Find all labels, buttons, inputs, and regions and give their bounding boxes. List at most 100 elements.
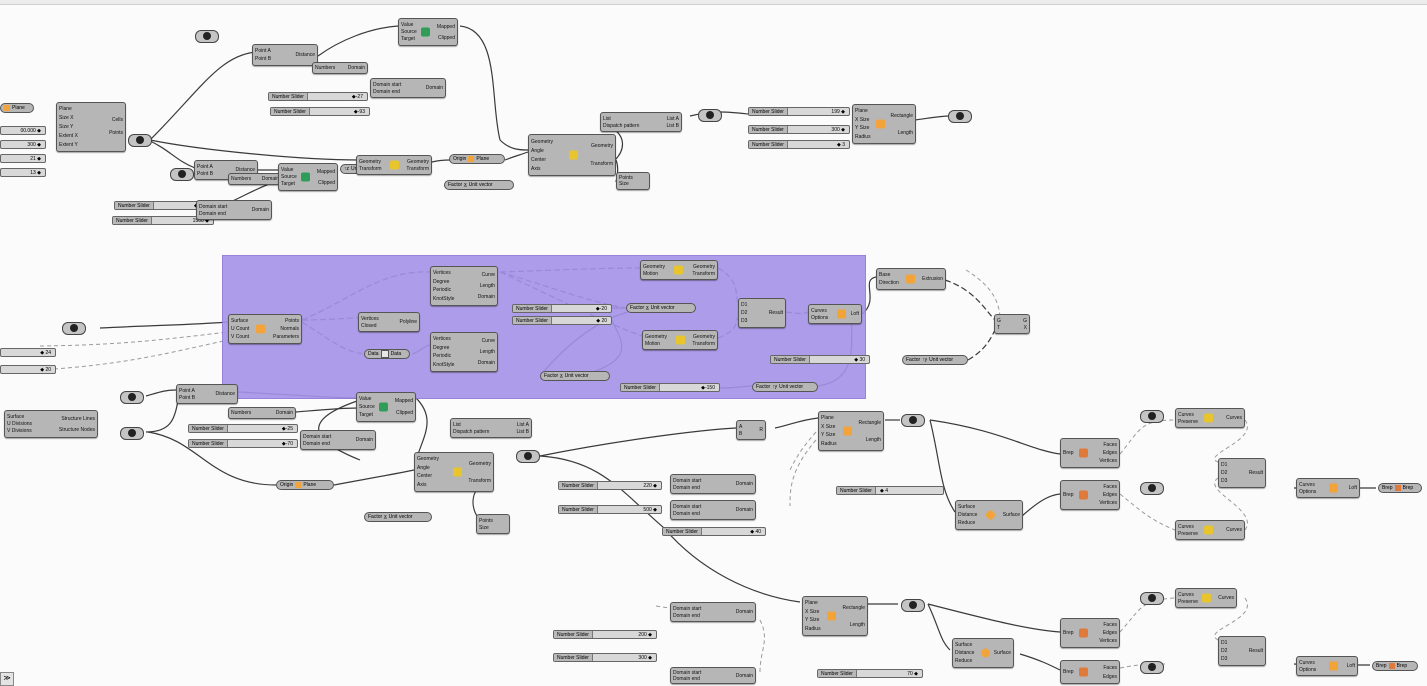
relay-node[interactable] xyxy=(1140,410,1164,423)
number-slider[interactable]: Number Slider◆-25 xyxy=(188,424,298,433)
number-slider[interactable]: Number Slider◆-20 xyxy=(512,304,612,313)
number-slider[interactable]: 00.000 ◆ xyxy=(0,126,46,135)
number-slider[interactable]: Number Slider◆-70 xyxy=(188,439,298,448)
number-slider[interactable]: 13 ◆ xyxy=(0,168,46,177)
relay-node[interactable] xyxy=(120,427,144,440)
number-slider[interactable]: Number Slider◆ 40 xyxy=(662,527,766,536)
relay-node[interactable] xyxy=(120,391,144,404)
number-slider[interactable]: ◆ 24 xyxy=(0,348,56,357)
relay-node[interactable] xyxy=(948,110,972,123)
number-slider[interactable]: 300 ◆ xyxy=(0,140,46,149)
number-slider[interactable]: Number Slider◆ 3 xyxy=(748,140,850,149)
construct-domain-node[interactable]: Numbers Domain xyxy=(228,407,296,419)
number-slider[interactable]: Number Slider◆ 4 xyxy=(836,486,944,495)
relay-node[interactable] xyxy=(516,450,540,463)
relay-node[interactable] xyxy=(1140,661,1164,674)
number-slider[interactable]: 21 ◆ xyxy=(0,154,46,163)
relay-node[interactable] xyxy=(901,414,925,427)
relay-node[interactable] xyxy=(170,168,194,181)
number-slider[interactable]: Number Slider◆-93 xyxy=(270,107,370,116)
relay-node[interactable] xyxy=(128,134,152,147)
relay-node[interactable] xyxy=(1140,592,1164,605)
construct-domain-node[interactable]: Numbers Domain xyxy=(312,62,368,74)
construct-domain-node[interactable]: Numbers Domain xyxy=(228,173,282,185)
relay-node[interactable] xyxy=(1140,482,1164,495)
relay-node[interactable] xyxy=(62,322,86,335)
number-slider[interactable]: ◆ 20 xyxy=(0,365,56,374)
number-slider[interactable]: Number Slider◆ 30 xyxy=(770,355,870,364)
plane-param[interactable]: Plane xyxy=(0,103,34,113)
canvas-corner-button[interactable]: ≫ xyxy=(0,672,14,686)
number-slider[interactable]: Number Slider◆-150 xyxy=(620,383,720,392)
relay-node[interactable] xyxy=(195,30,219,43)
number-slider[interactable]: Number Slider◆-27 xyxy=(268,92,368,101)
relay-node[interactable] xyxy=(901,599,925,612)
number-slider[interactable]: Number Slider◆ 20 xyxy=(512,316,612,325)
